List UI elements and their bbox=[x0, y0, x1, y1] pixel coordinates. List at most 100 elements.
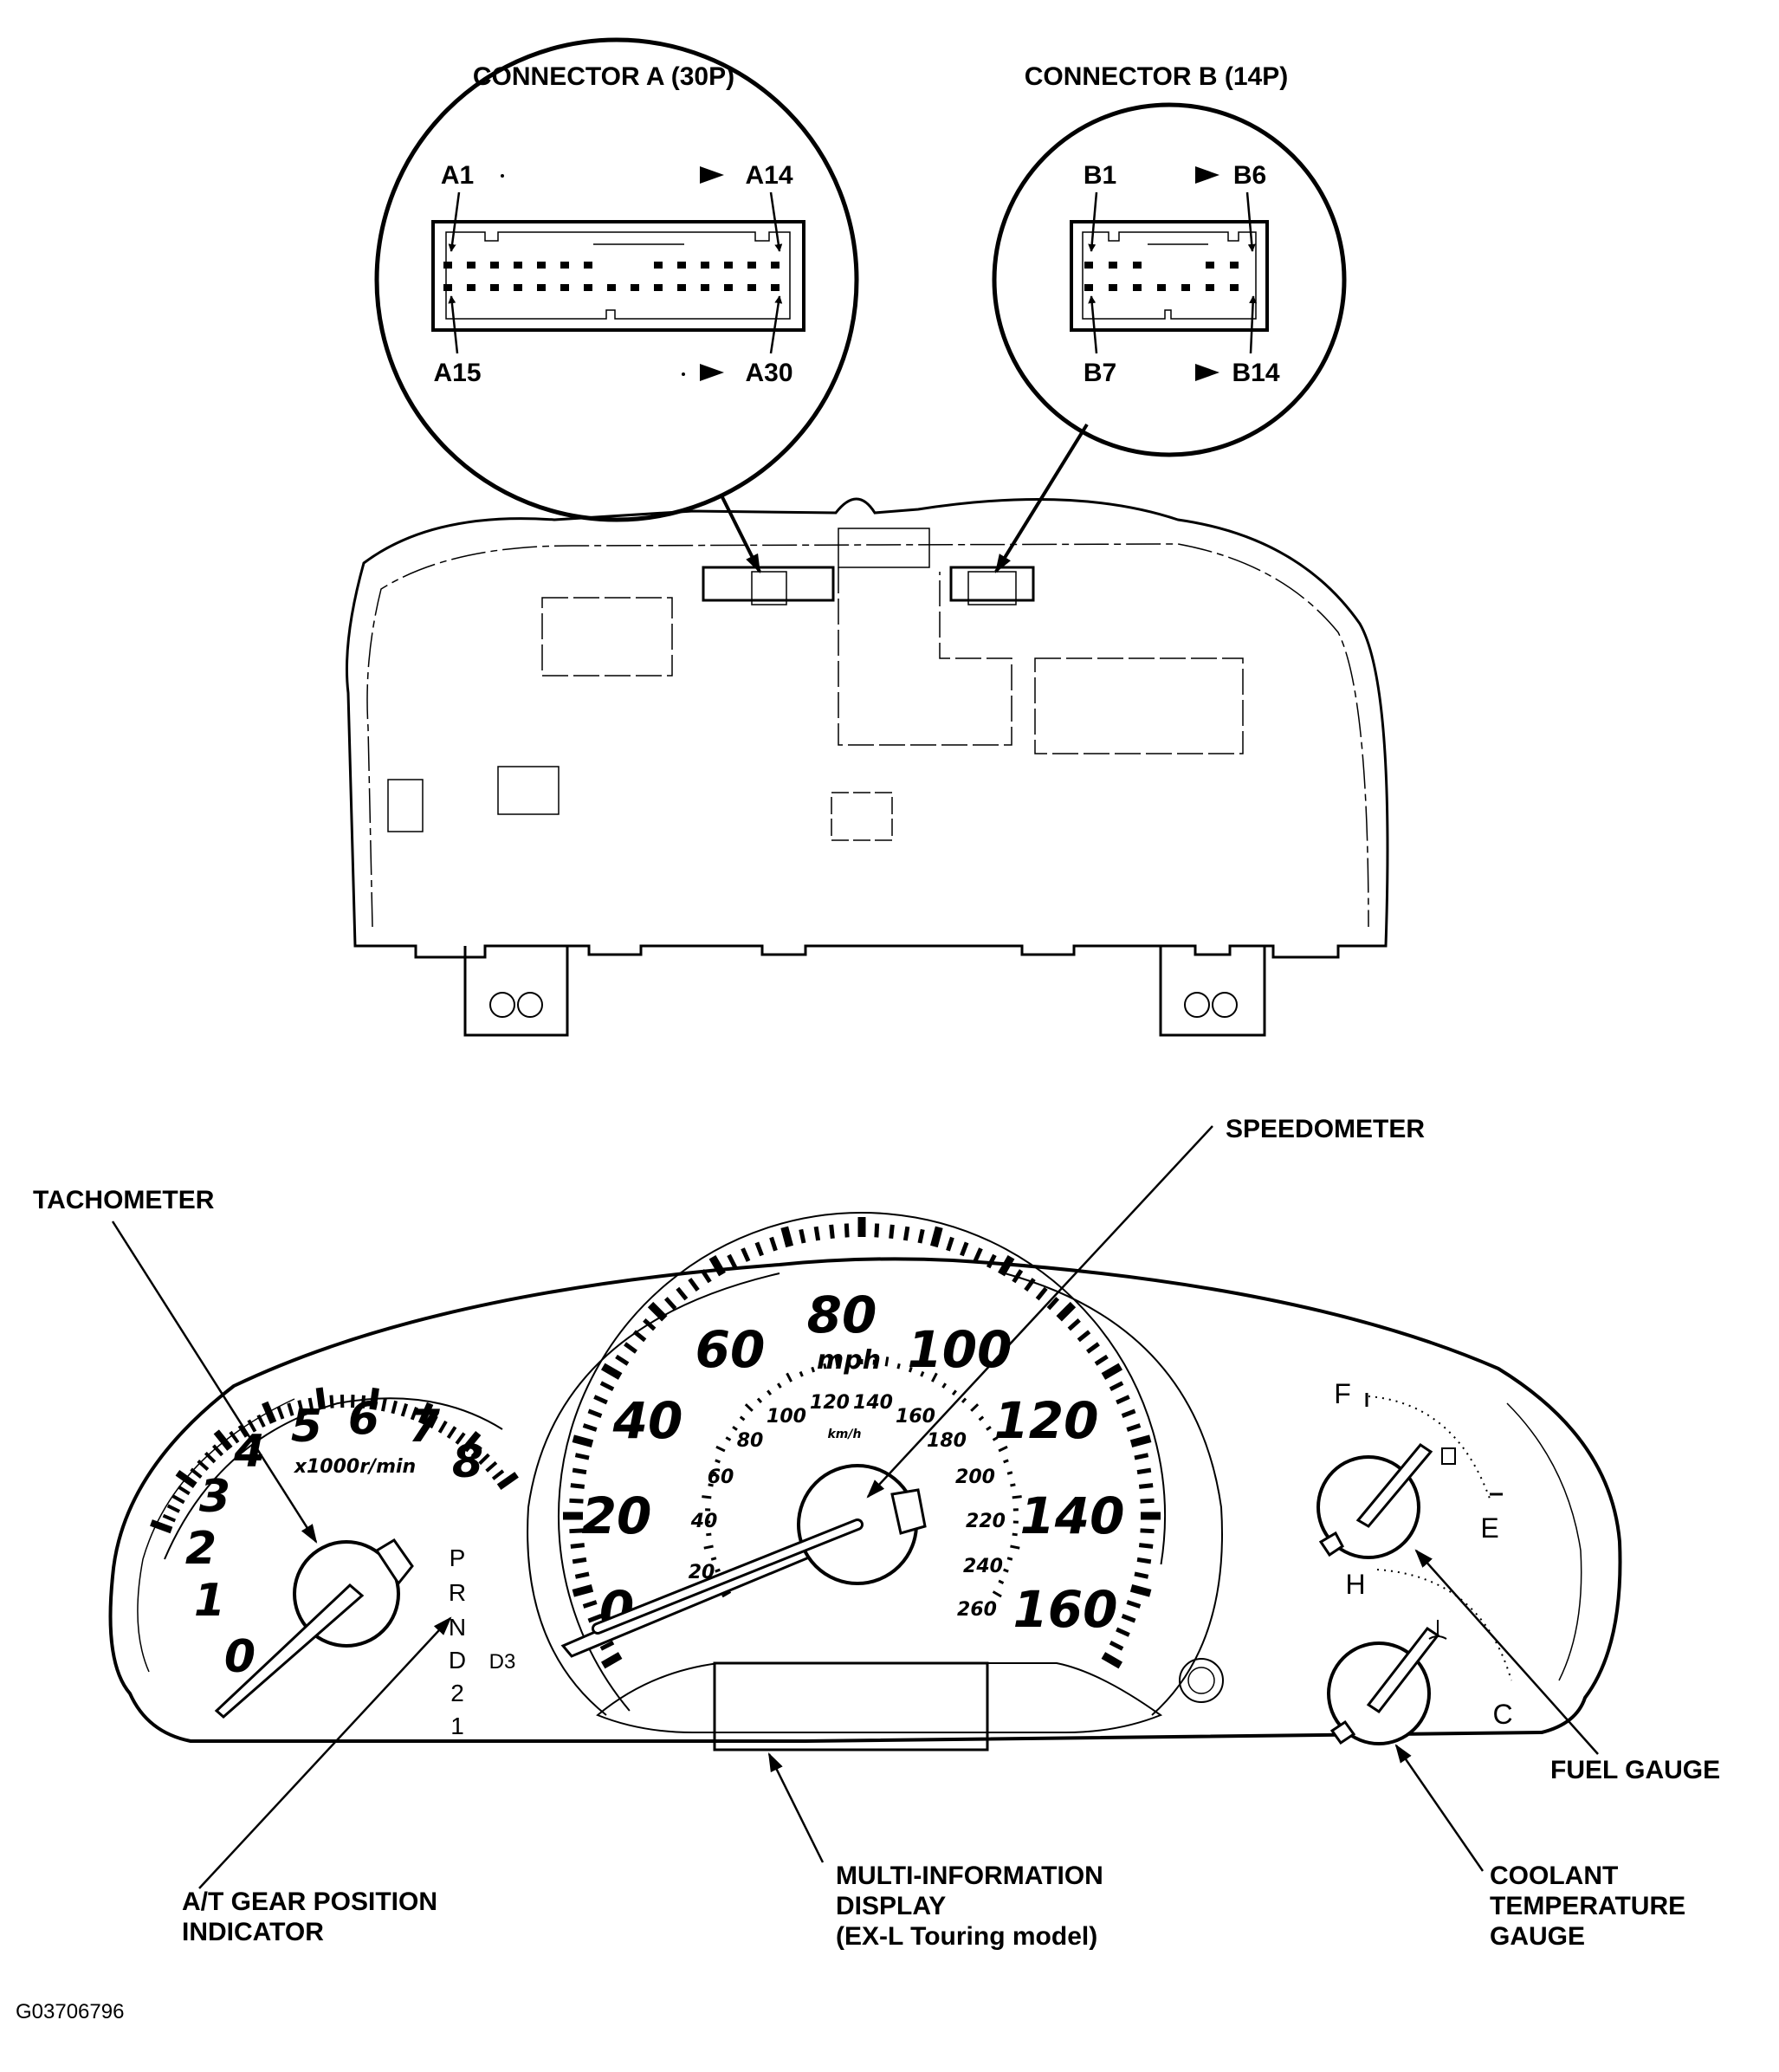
speed-tick bbox=[1109, 1640, 1124, 1651]
tach-tick bbox=[297, 1400, 304, 1414]
kmh-number: 40 bbox=[690, 1511, 718, 1532]
speed-tick bbox=[572, 1583, 594, 1597]
tach-tick bbox=[175, 1469, 197, 1489]
callout-at-gear-line2: INDICATOR bbox=[182, 1918, 324, 1946]
connector-pin bbox=[771, 262, 780, 269]
tach-tick bbox=[150, 1519, 173, 1534]
tach-tick bbox=[204, 1451, 217, 1464]
callout-tachometer: TACHOMETER bbox=[33, 1186, 215, 1214]
connector-pin bbox=[1181, 284, 1190, 291]
speedometer-mph-numbers: 0 20 40 60 80 100 120 140 160 mph bbox=[582, 1285, 1125, 1639]
speed-tick bbox=[727, 1253, 738, 1269]
speed-tick bbox=[1140, 1498, 1155, 1504]
speed-tick bbox=[1116, 1395, 1130, 1405]
tach-tick bbox=[190, 1467, 203, 1479]
speed-tick bbox=[700, 1269, 712, 1284]
kmh-tick bbox=[1010, 1483, 1016, 1487]
speed-tick bbox=[615, 1354, 630, 1366]
speed-tick bbox=[600, 1652, 623, 1669]
kmh-tick bbox=[1012, 1495, 1022, 1499]
tach-tick bbox=[237, 1424, 249, 1438]
speed-tick bbox=[1086, 1342, 1100, 1354]
mph-number: 100 bbox=[907, 1320, 1012, 1379]
speed-tick bbox=[1126, 1423, 1142, 1432]
speed-tick bbox=[1101, 1652, 1123, 1669]
speed-tick bbox=[813, 1226, 821, 1241]
kmh-number: 160 bbox=[896, 1406, 935, 1428]
connector-pin bbox=[631, 284, 639, 291]
speed-tick bbox=[1046, 1297, 1060, 1311]
kmh-tick bbox=[732, 1425, 738, 1431]
kmh-tick bbox=[710, 1557, 717, 1561]
kmh-tick bbox=[702, 1495, 712, 1499]
mph-number: 160 bbox=[1012, 1580, 1117, 1639]
speed-tick bbox=[946, 1236, 954, 1252]
pin-label-a15: A15 bbox=[433, 359, 481, 387]
speed-tick bbox=[1056, 1301, 1077, 1322]
pin-label-b1: B1 bbox=[1084, 161, 1116, 190]
tach-tick bbox=[400, 1403, 409, 1417]
callout-mid-line1: MULTI-INFORMATION bbox=[836, 1862, 1103, 1890]
connector-pin bbox=[1157, 284, 1166, 291]
kmh-number: 100 bbox=[767, 1406, 806, 1428]
pin-label-b6: B6 bbox=[1233, 161, 1266, 190]
connector-a-leader bbox=[720, 495, 761, 573]
kmh-tick bbox=[1006, 1471, 1013, 1475]
tach-tick bbox=[455, 1432, 466, 1445]
speed-tick bbox=[799, 1228, 806, 1244]
speed-tick bbox=[572, 1467, 587, 1475]
kmh-tick bbox=[1003, 1568, 1009, 1573]
kmh-tick bbox=[715, 1568, 721, 1573]
kmh-tick bbox=[992, 1436, 999, 1441]
speed-tick bbox=[599, 1640, 615, 1651]
kmh-number: 260 bbox=[957, 1599, 997, 1621]
connector-pin bbox=[724, 262, 733, 269]
speed-tick bbox=[624, 1342, 637, 1354]
pin-label-b7: B7 bbox=[1084, 359, 1116, 387]
tach-tick bbox=[197, 1459, 210, 1471]
tach-tick bbox=[360, 1395, 366, 1408]
kmh-tick bbox=[1006, 1557, 1013, 1561]
kmh-tick bbox=[1003, 1459, 1009, 1464]
pin-label-a30: A30 bbox=[745, 359, 792, 387]
tach-tick bbox=[287, 1402, 294, 1416]
connector-pin bbox=[701, 262, 709, 269]
connector-pin bbox=[724, 284, 733, 291]
mph-number: 140 bbox=[1019, 1486, 1124, 1545]
direction-arrow-icon bbox=[1195, 166, 1219, 184]
tach-tick bbox=[307, 1397, 314, 1412]
gear-position-indicator: P R N D 2 1 D3 bbox=[449, 1544, 515, 1739]
tach-tick bbox=[429, 1415, 438, 1429]
speed-tick bbox=[1116, 1627, 1130, 1637]
tach-number: 1 bbox=[194, 1575, 225, 1627]
kmh-tick bbox=[811, 1366, 816, 1373]
speed-tick bbox=[593, 1395, 608, 1405]
tach-tick bbox=[417, 1402, 434, 1425]
pin-label-b14: B14 bbox=[1232, 359, 1279, 387]
tachometer-numbers: 0 1 2 3 4 5 6 7 8 x1000r/min bbox=[185, 1393, 483, 1683]
temp-cold-label: C bbox=[1492, 1699, 1512, 1730]
tach-number: 8 bbox=[452, 1436, 483, 1488]
tach-tick bbox=[247, 1419, 257, 1433]
temp-hot-label: H bbox=[1345, 1569, 1365, 1600]
connector-b-title: CONNECTOR B (14P) bbox=[1025, 62, 1288, 91]
callout-mid-line3: (EX-L Touring model) bbox=[836, 1922, 1097, 1951]
tach-number: 5 bbox=[291, 1401, 322, 1453]
kmh-tick bbox=[998, 1445, 1008, 1453]
speed-tick bbox=[1035, 1286, 1048, 1301]
speed-tick bbox=[570, 1483, 585, 1489]
connector-pin bbox=[1133, 284, 1142, 291]
tach-number: 7 bbox=[409, 1401, 441, 1453]
kmh-unit: km/h bbox=[828, 1428, 862, 1441]
callout-coolant-line3: GAUGE bbox=[1490, 1922, 1585, 1951]
connector-b-face bbox=[1070, 220, 1269, 332]
connector-pin bbox=[677, 284, 686, 291]
speed-tick bbox=[986, 1253, 997, 1269]
tach-unit: x1000r/min bbox=[294, 1456, 416, 1478]
figure-id: G03706796 bbox=[16, 2000, 124, 2023]
tach-tick bbox=[446, 1426, 457, 1440]
connector-pin bbox=[1230, 284, 1239, 291]
speed-tick bbox=[708, 1254, 726, 1277]
connector-pin bbox=[443, 284, 452, 291]
